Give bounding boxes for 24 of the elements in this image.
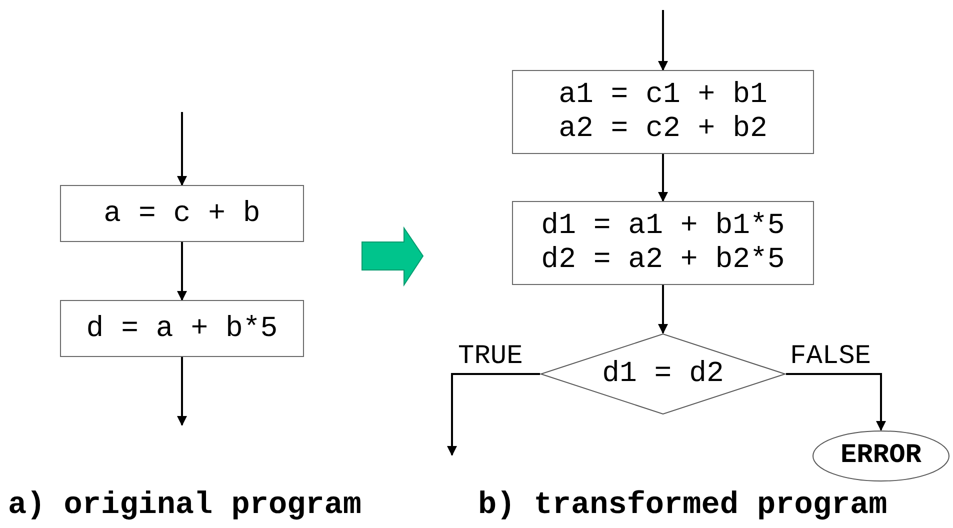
process-box — [60, 300, 304, 357]
code-text: ERROR — [840, 440, 922, 473]
arrow — [177, 357, 187, 426]
arrow — [658, 10, 668, 71]
arrow — [658, 154, 668, 202]
caption: b) transformed program — [478, 490, 888, 521]
arrow — [786, 373, 886, 431]
arrow — [177, 112, 187, 186]
code-text: a2 = c2 + b2 — [558, 112, 768, 146]
code-text: a1 = c1 + b1 — [558, 78, 768, 112]
decision-diamond — [540, 333, 786, 415]
code-text: d2 = a2 + b2*5 — [541, 243, 785, 277]
arrow — [658, 285, 668, 334]
caption: a) original program — [8, 490, 362, 521]
code-text: d1 = d2 — [602, 357, 724, 391]
code-text: d1 = a1 + b1*5 — [541, 209, 785, 243]
code-text: d = a + b*5 — [86, 312, 278, 346]
arrow — [177, 242, 187, 301]
arrow — [447, 373, 540, 456]
terminal-ellipse — [812, 430, 950, 482]
process-box — [60, 185, 304, 242]
process-box — [512, 201, 814, 285]
process-box — [512, 70, 814, 154]
code-text: a = c + b — [104, 196, 260, 230]
